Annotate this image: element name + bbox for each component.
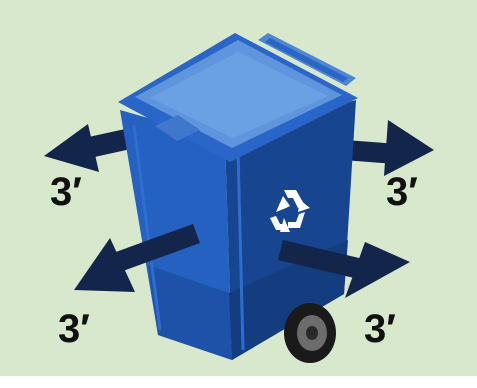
clearance-label-bottom-left: 3′	[58, 309, 90, 349]
clearance-label-bottom-right: 3′	[364, 309, 396, 349]
clearance-label-top-left: 3′	[50, 172, 82, 212]
bin-wheel	[284, 303, 336, 363]
clearance-label-top-right: 3′	[386, 172, 418, 212]
